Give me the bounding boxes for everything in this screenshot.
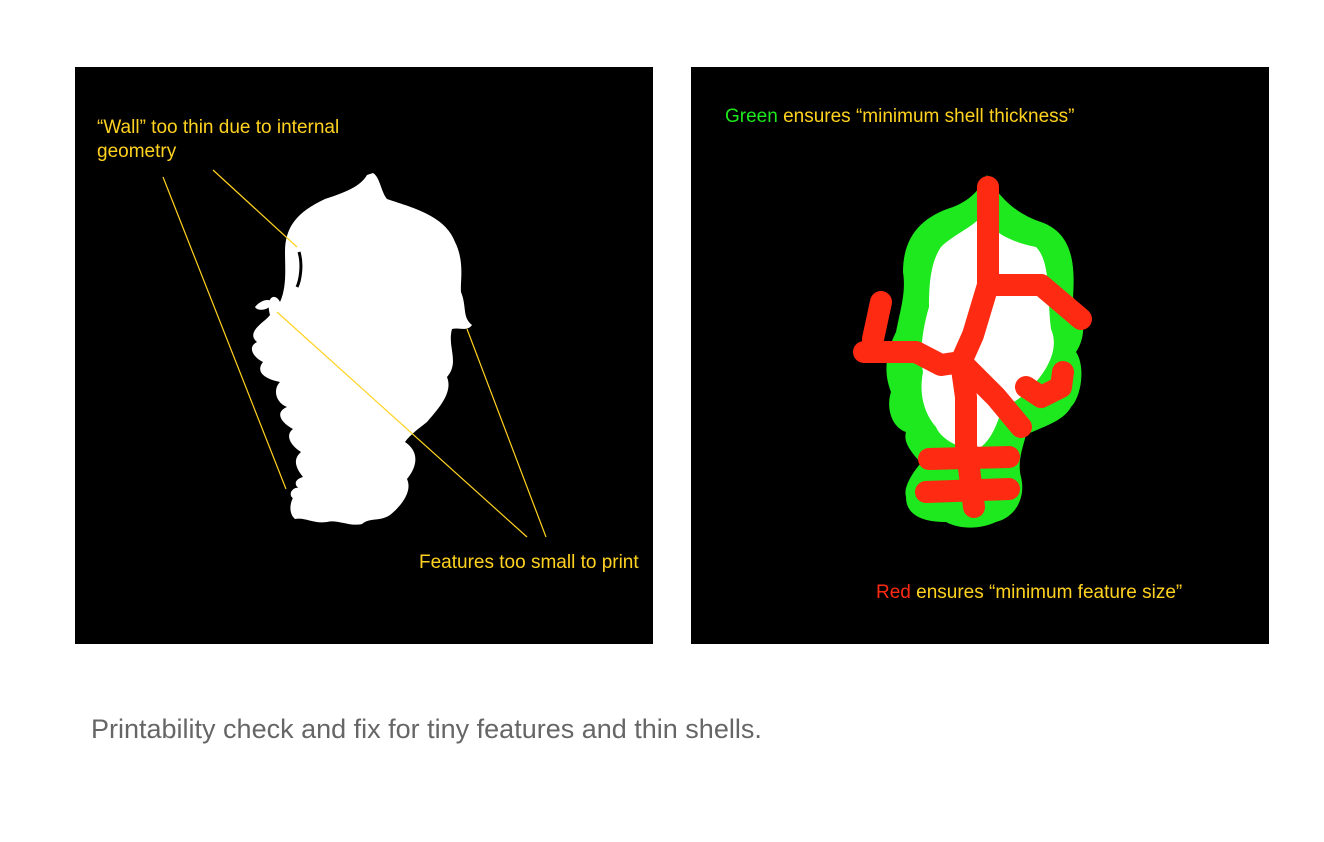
annotation-small-features: Features too small to print: [419, 552, 639, 573]
annotation-green-shell: Green ensures “minimum shell thickness”: [725, 105, 1245, 129]
shape-illustration-fix: [853, 175, 1092, 528]
annotation-thin-wall: “Wall” too thin due to internal geometry: [97, 117, 340, 162]
leader-line: [276, 311, 528, 538]
green-description: ensures “minimum shell thickness”: [777, 106, 1075, 127]
shape-illustration-problem: [162, 169, 547, 538]
green-label: Green: [725, 106, 778, 127]
white-shape: [251, 173, 472, 525]
panel-problem: “Wall” too thin due to internal geometry…: [75, 67, 653, 644]
figure-caption: Printability check and fix for tiny feat…: [91, 714, 762, 744]
panel-fix: Green ensures “minimum shell thickness” …: [691, 67, 1269, 644]
red-label: Red: [876, 582, 911, 603]
thin-wall-line: [295, 251, 303, 288]
leader-line: [466, 328, 547, 538]
tiny-feature: [255, 300, 272, 310]
tiny-feature: [290, 487, 302, 499]
leader-line: [162, 176, 287, 490]
annotation-red-features: Red ensures “minimum feature size”: [876, 581, 1256, 605]
leader-line: [212, 169, 298, 248]
red-description: ensures “minimum feature size”: [910, 582, 1183, 603]
red-skeleton: [853, 176, 1092, 518]
